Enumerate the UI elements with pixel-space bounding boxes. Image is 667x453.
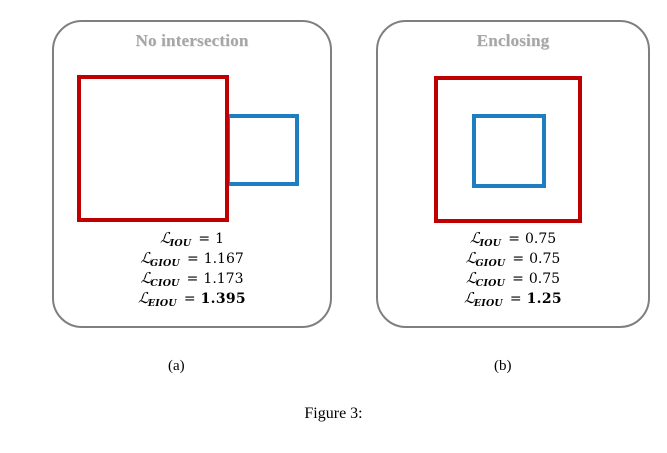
loss-subscript: IOU [169, 238, 192, 249]
equals-sign: = [512, 271, 524, 287]
equals-sign: = [186, 271, 199, 287]
loss-value: 1.25 [526, 291, 562, 307]
loss-subscript: CIOU [150, 278, 180, 289]
equals-sign: = [509, 291, 522, 307]
loss-subscript: GIOU [475, 258, 506, 269]
loss-value: 0.75 [529, 251, 561, 267]
ground-truth-box-a [77, 75, 229, 222]
loss-value: 0.75 [528, 271, 561, 287]
loss-subscript: EIOU [147, 298, 177, 309]
script-l-glyph: ℒ [159, 229, 171, 247]
figure-caption: Figure 3: [304, 405, 363, 422]
ground-truth-box-b [434, 76, 582, 223]
loss-value: 1.167 [203, 251, 244, 267]
script-l-glyph: ℒ [140, 249, 152, 267]
panel-title-b: Enclosing [476, 31, 550, 50]
predicted-box-a [226, 114, 299, 186]
subcaption-a: (a) [168, 358, 185, 374]
equals-sign: = [512, 251, 525, 267]
loss-subscript: IOU [479, 238, 502, 249]
loss-value: 1.173 [203, 271, 244, 287]
predicted-box-b [472, 114, 546, 188]
script-l-glyph: ℒ [464, 289, 475, 307]
script-l-glyph: ℒ [140, 269, 152, 287]
loss-subscript: GIOU [150, 258, 180, 269]
script-l-glyph: ℒ [138, 289, 149, 307]
loss-subscript: CIOU [475, 278, 506, 289]
script-l-glyph: ℒ [469, 229, 481, 247]
loss-value: 1.395 [200, 291, 246, 307]
equals-sign: = [186, 251, 199, 267]
script-l-glyph: ℒ [465, 249, 477, 267]
equals-sign: = [508, 231, 520, 247]
panel-title-a: No intersection [135, 31, 249, 50]
script-l-glyph: ℒ [465, 269, 477, 287]
equals-sign: = [183, 291, 196, 307]
loss-value: 1 [215, 231, 225, 247]
loss-subscript: EIOU [473, 298, 503, 309]
loss-value: 0.75 [524, 231, 557, 247]
subcaption-b: (b) [494, 358, 512, 374]
equals-sign: = [198, 231, 211, 247]
